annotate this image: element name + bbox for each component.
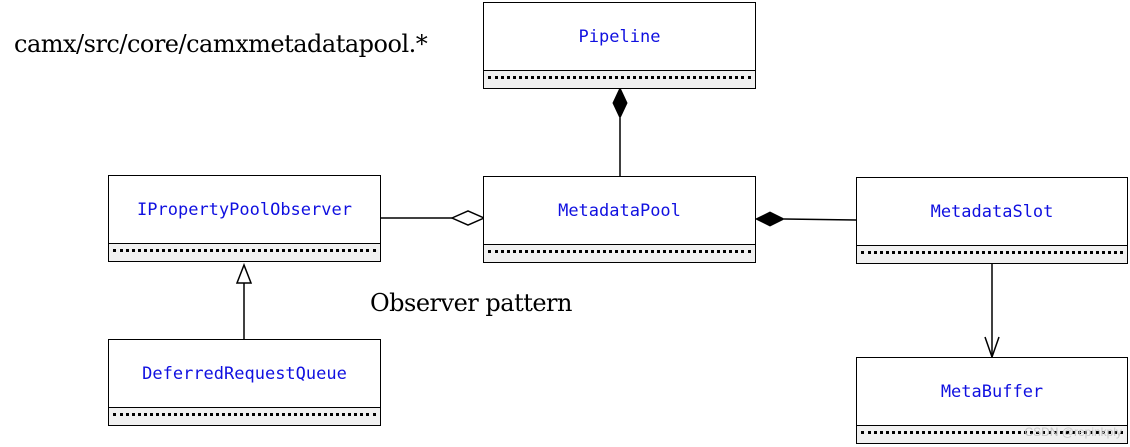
class-pipeline: Pipeline xyxy=(483,2,756,89)
class-name: IPropertyPoolObserver xyxy=(137,199,352,220)
class-compartment xyxy=(109,407,380,425)
file-path-caption: camx/src/core/camxmetadatapool.* xyxy=(14,30,428,58)
class-deferredrequestqueue: DeferredRequestQueue xyxy=(108,339,381,426)
class-metabuffer: MetaBuffer xyxy=(856,357,1128,444)
class-metadataslot: MetadataSlot xyxy=(856,177,1128,264)
class-compartment xyxy=(484,70,755,88)
observer-pattern-caption: Observer pattern xyxy=(370,289,573,317)
class-compartment xyxy=(109,243,380,261)
class-compartment xyxy=(857,245,1127,263)
class-compartment xyxy=(484,244,755,262)
class-name: Pipeline xyxy=(578,26,661,47)
aggregation-diamond-metadatapool xyxy=(450,210,486,226)
class-ipropertypoolobserver: IPropertyPoolObserver xyxy=(108,175,381,262)
class-metadatapool: MetadataPool xyxy=(483,176,756,263)
class-name: MetadataPool xyxy=(558,200,681,221)
edge-metadatapool-metadataslot xyxy=(783,218,857,221)
composition-diamond-pipeline xyxy=(612,86,628,120)
class-name: MetadataSlot xyxy=(930,201,1054,222)
composition-diamond-metadatapool xyxy=(754,211,786,227)
class-name: MetaBuffer xyxy=(940,381,1044,402)
class-name: DeferredRequestQueue xyxy=(142,363,347,384)
watermark-text: CSDN @repinkply xyxy=(1024,425,1122,439)
realization-triangle xyxy=(235,262,253,284)
class-compartment xyxy=(857,425,1127,443)
